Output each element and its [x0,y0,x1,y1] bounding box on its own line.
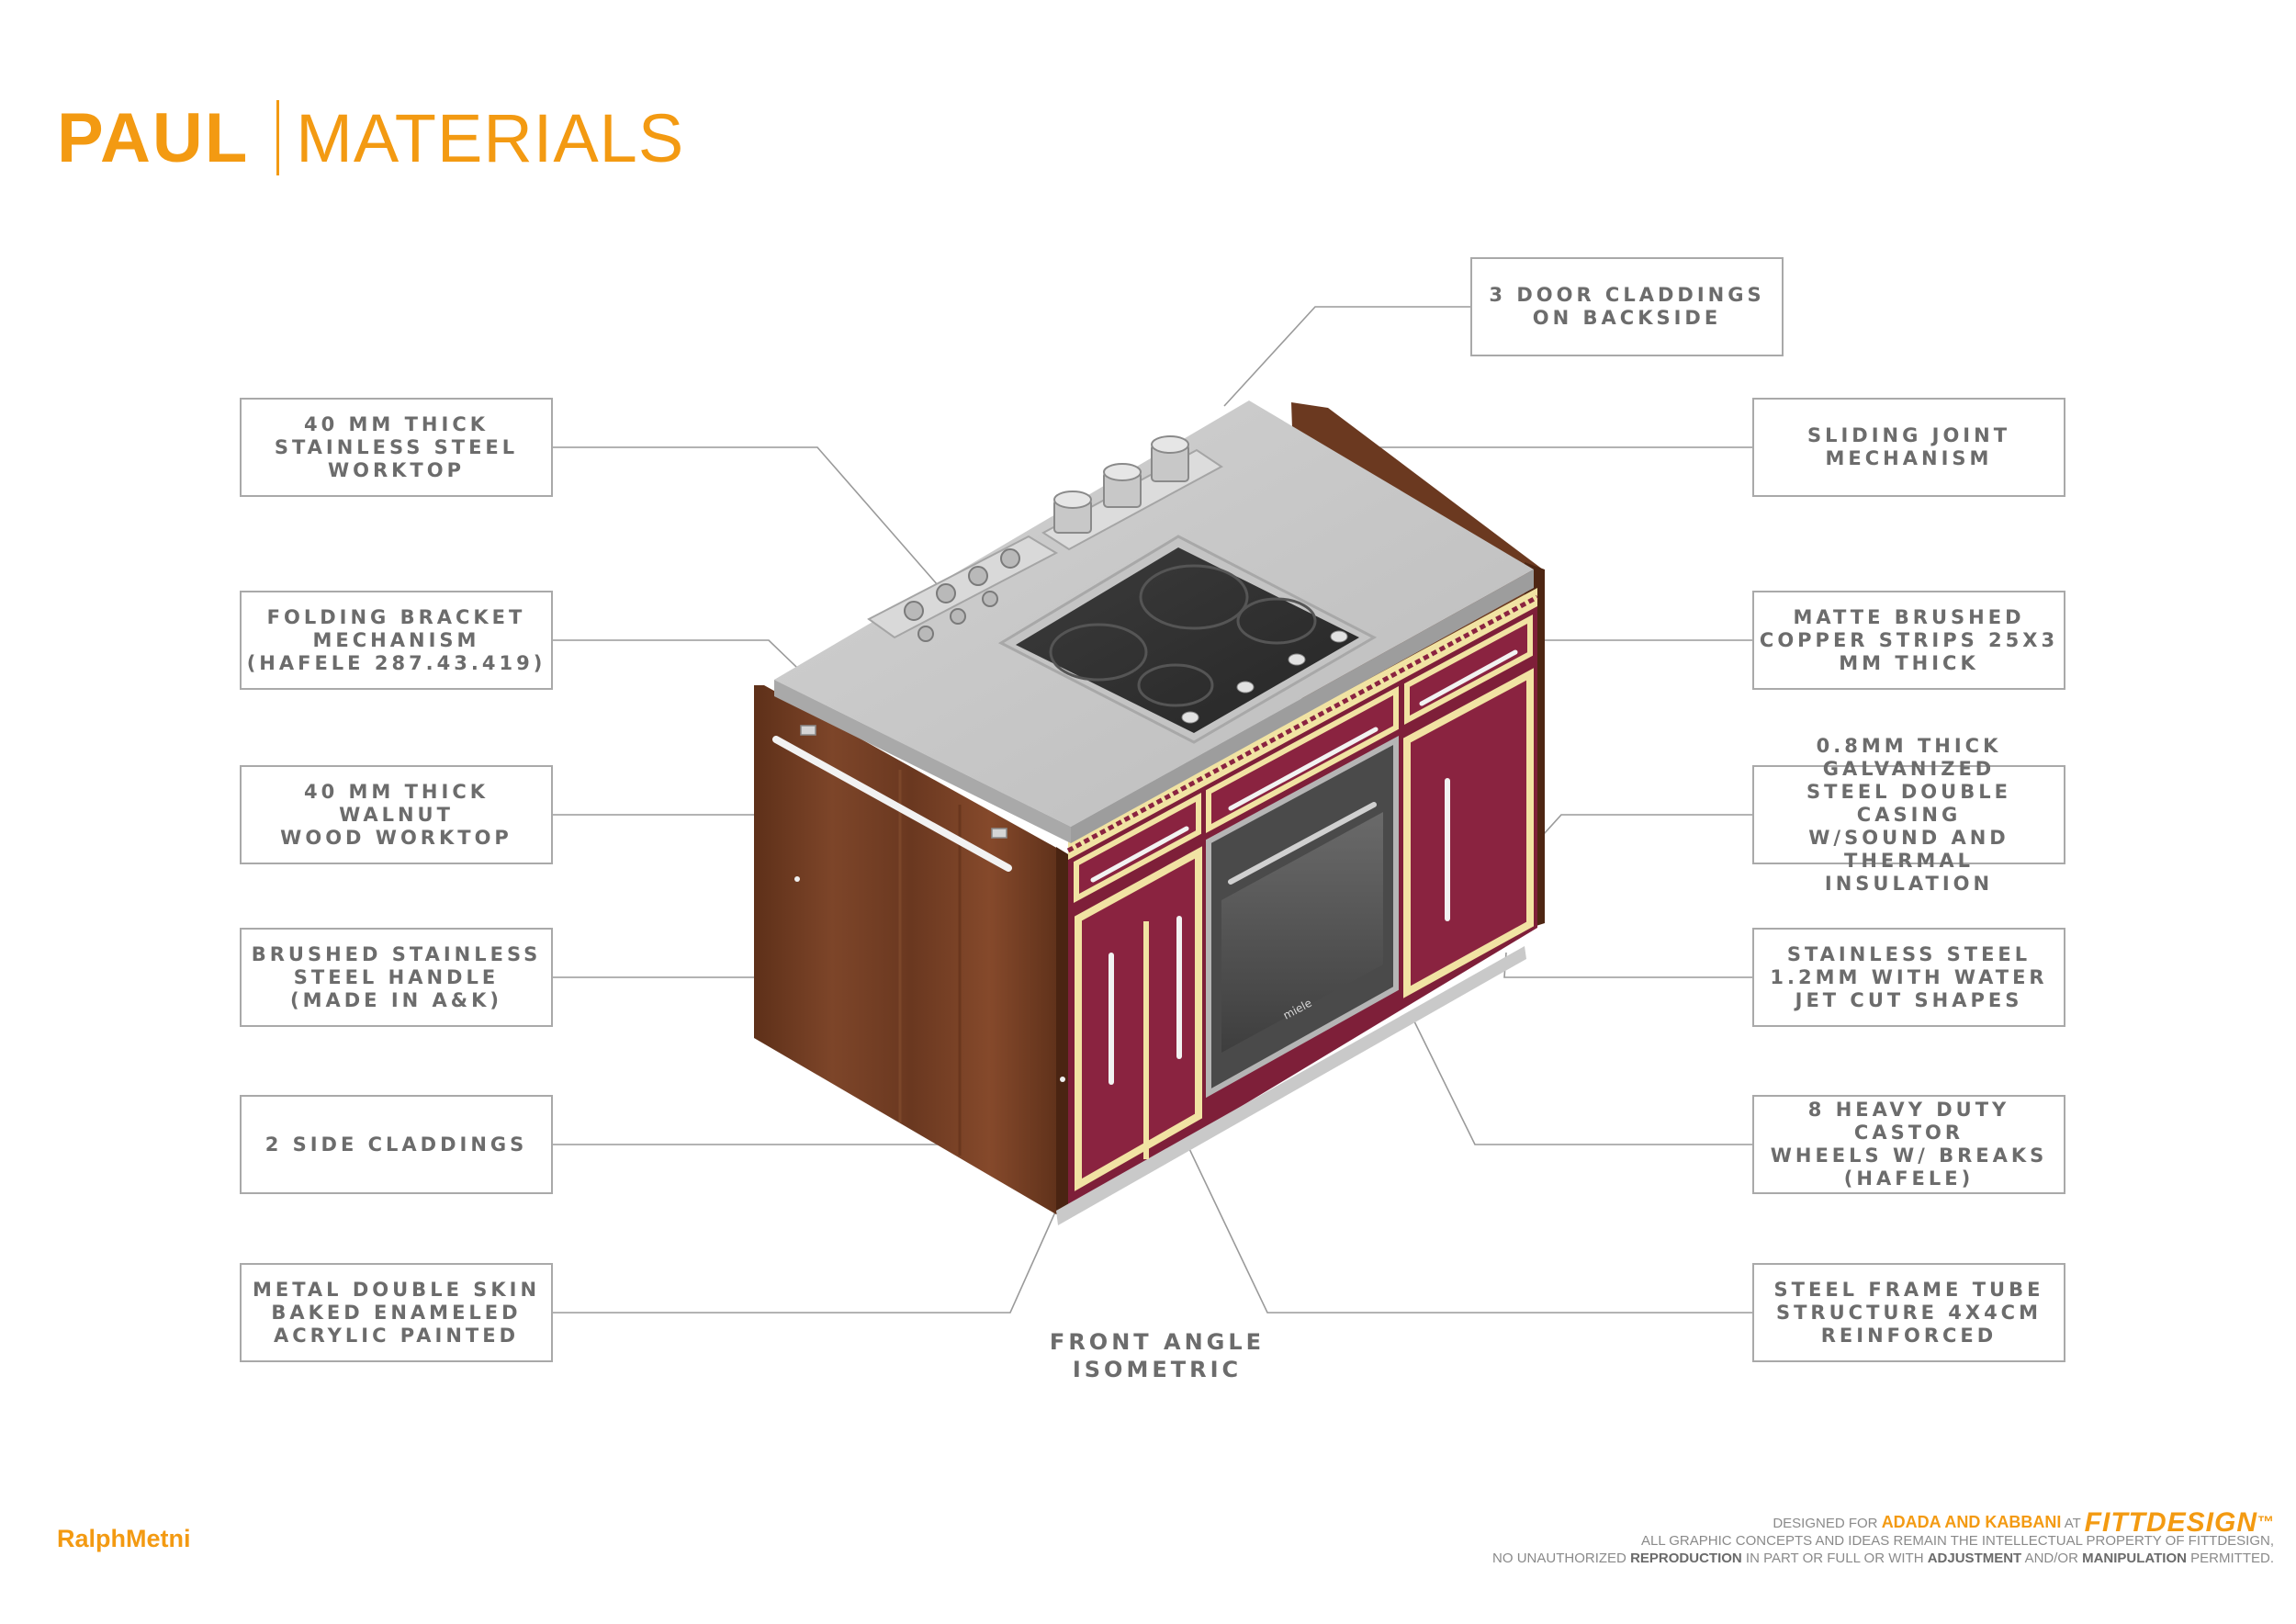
leader-door-claddings [1223,306,1470,407]
label-door-claddings: 3 DOOR CLADDINGS ON BACKSIDE [1470,257,1784,356]
fittdesign-logo: FITTDESIGN [2084,1507,2257,1538]
label-castor-wheels: 8 HEAVY DUTY CASTOR WHEELS W/ BREAKS (HA… [1752,1095,2065,1194]
label-sliding-joint: SLIDING JOINT MECHANISM [1752,398,2065,497]
title-bold: PAUL [57,98,250,177]
label-folding-bracket: FOLDING BRACKET MECHANISM (HAFELE 287.43… [240,591,553,690]
front-doors [1075,668,1534,1191]
folding-brackets [800,725,1007,839]
label-steel-frame: STEEL FRAME TUBE STRUCTURE 4X4CM REINFOR… [1752,1263,2065,1362]
control-knobs [904,548,1020,642]
label-steel-handle: BRUSHED STAINLESS STEEL HANDLE (MADE IN … [240,928,553,1027]
label-copper-strips: MATTE BRUSHED COPPER STRIPS 25X3 MM THIC… [1752,591,2065,690]
page-title: PAUL MATERIALS [57,92,684,184]
title-light: MATERIALS [296,99,685,176]
label-double-skin: METAL DOUBLE SKIN BAKED ENAMELED ACRYLIC… [240,1263,553,1362]
side-cladding [754,685,1068,1214]
footer-line-1: DESIGNED FOR ADADA AND KABBANI AT FITTDE… [1773,1507,2274,1538]
label-galvanized-casing: 0.8MM THICK GALVANIZED STEEL DOUBLE CASI… [1752,735,2065,895]
footer-credits: DESIGNED FOR ADADA AND KABBANI AT FITTDE… [1356,1507,2274,1567]
title-separator [276,100,280,175]
hob-zones [1049,564,1317,707]
spice-jars [1053,435,1189,534]
label-walnut-worktop: 40 MM THICK WALNUT WOOD WORKTOP [240,765,553,864]
leader-castor-wheels [1412,1017,1752,1145]
footer-line-3: NO UNAUTHORIZED REPRODUCTION IN PART OR … [1492,1551,2274,1566]
label-water-jet-steel: STAINLESS STEEL 1.2MM WITH WATER JET CUT… [1752,928,2065,1027]
footer-line-2: ALL GRAPHIC CONCEPTS AND IDEAS REMAIN TH… [1640,1533,2274,1549]
leader-steel-frame [1173,1115,1752,1314]
author-name: RalphMetni [57,1525,191,1552]
label-steel-worktop: 40 MM THICK STAINLESS STEEL WORKTOP [240,398,553,497]
view-caption: FRONT ANGLE ISOMETRIC [1049,1329,1266,1382]
leader-double-skin [552,1189,1066,1314]
side-handle [772,736,1012,872]
label-side-claddings: 2 SIDE CLADDINGS [240,1095,553,1194]
leader-galvanized-casing [1516,814,1752,864]
client-name: ADADA AND KABBANI [1881,1513,2062,1531]
leader-water-jet [1503,952,1752,978]
